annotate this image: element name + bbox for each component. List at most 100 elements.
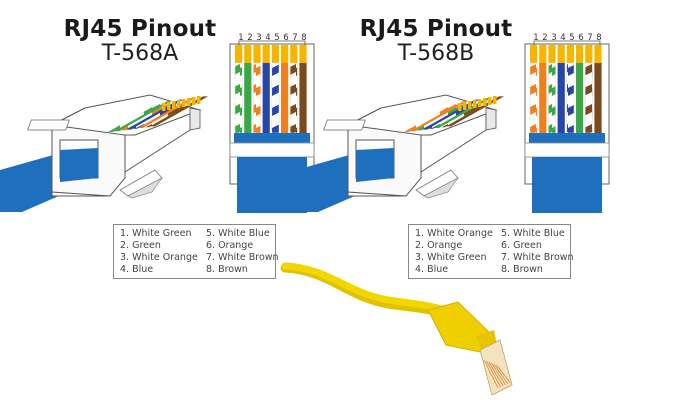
legend-t568b: 1. White Orange 2. Orange 3. White Green… <box>408 224 574 279</box>
latch-shadow <box>423 177 459 199</box>
gold-contact <box>235 45 243 63</box>
title-block-t568b: RJ45 Pinout T-568B <box>346 16 526 66</box>
legend-column-right: 5. White Blue 6. Green 7. White Brown 8.… <box>501 228 574 276</box>
gold-contact <box>281 45 289 63</box>
pin-number: 2 <box>542 33 548 43</box>
plug-contact <box>187 98 191 106</box>
standard-label: T-568B <box>397 41 475 66</box>
pin-number: 6 <box>578 33 584 43</box>
plug-side <box>485 107 497 131</box>
wire-2 <box>539 63 547 133</box>
wire-6 <box>281 63 289 133</box>
wire-1 <box>529 62 538 134</box>
pin-number: 8 <box>301 33 307 43</box>
gold-contact <box>299 45 307 63</box>
pin-number: 5 <box>274 33 280 43</box>
cable-jacket <box>237 157 307 213</box>
plug-contact <box>473 100 477 108</box>
plug-contact <box>162 103 166 111</box>
plug-wire-2 <box>114 101 172 132</box>
legend-item: 4. Blue <box>120 264 154 275</box>
wire-4 <box>557 63 565 133</box>
legend-item: 5. White Blue <box>206 228 270 239</box>
wire-7 <box>289 62 298 134</box>
legend-column-left: 1. White Green 2. Green 3. White Orange … <box>120 228 198 276</box>
legend-item: 7. White Brown <box>206 252 279 263</box>
pin-bracket <box>533 40 601 45</box>
patch-plug-contact <box>483 359 499 389</box>
wire-8 <box>594 63 602 133</box>
plug-opening-cable <box>356 148 394 182</box>
latch-shadow <box>127 177 163 199</box>
legend-item: 7. White Brown <box>501 252 574 263</box>
wire-3 <box>548 62 556 134</box>
legend-t568a: 1. White Green 2. Green 3. White Orange … <box>113 224 279 279</box>
legend-column-right: 5. White Blue 6. Orange 7. White Brown 8… <box>206 228 279 276</box>
patch-plug-contact <box>488 361 504 387</box>
yellow-patch-cable <box>280 262 513 396</box>
plug-window <box>323 119 366 131</box>
strain-relief-band <box>229 142 315 158</box>
pin-number: 5 <box>569 33 575 43</box>
pin-number: 3 <box>551 33 557 43</box>
pin-number: 6 <box>283 33 289 43</box>
wire-5 <box>566 62 575 134</box>
pin-number: 7 <box>292 33 298 43</box>
plug-contact <box>182 99 186 107</box>
plug-contact <box>458 103 462 111</box>
gold-contact <box>530 45 538 63</box>
legend-item: 5. White Blue <box>501 228 565 239</box>
legend-item: 4. Blue <box>415 264 449 275</box>
front-view-t568a <box>229 40 315 213</box>
plug-contact <box>478 99 482 107</box>
legend-column-left: 1. White Orange 2. Orange 3. White Green… <box>415 228 493 276</box>
plug-contact <box>463 102 467 110</box>
pin-number: 3 <box>256 33 262 43</box>
plug-contact <box>488 97 492 105</box>
plug-wire-1 <box>404 102 462 132</box>
legend-item: 2. Orange <box>415 240 463 251</box>
plug-contact <box>167 102 171 110</box>
cable-jacket-top <box>234 133 310 143</box>
title-block-t568a: RJ45 Pinout T-568A <box>50 16 230 66</box>
gold-contact <box>271 45 279 63</box>
gold-contact <box>557 45 565 63</box>
gold-contact <box>585 45 593 63</box>
patch-plug-contact <box>491 362 506 386</box>
gold-contact <box>539 45 547 63</box>
pin-number: 8 <box>596 33 602 43</box>
plug-wire-6 <box>434 98 492 128</box>
plug-window <box>27 119 70 131</box>
gold-contact <box>262 45 270 63</box>
plug-contact <box>192 97 196 105</box>
plug-contact <box>468 101 472 109</box>
plug-wire-6 <box>138 98 196 128</box>
gold-contact <box>576 45 584 63</box>
diagram-title: RJ45 Pinout <box>63 16 217 42</box>
wire-7 <box>584 62 593 134</box>
pin-number: 7 <box>587 33 593 43</box>
plug-side <box>189 107 201 131</box>
plug-perspective-t568b <box>296 94 504 212</box>
diagram-title: RJ45 Pinout <box>359 16 513 42</box>
standard-label: T-568A <box>101 41 179 66</box>
plug-wire-2 <box>410 101 468 132</box>
legend-item: 2. Green <box>120 240 161 251</box>
legend-item: 6. Green <box>501 240 542 251</box>
pin-number: 2 <box>247 33 253 43</box>
pin-number: 1 <box>533 33 539 43</box>
cable-jacket <box>532 157 602 213</box>
plug-wire-1 <box>108 102 166 132</box>
pin-number: 1 <box>238 33 244 43</box>
gold-contact <box>290 45 298 63</box>
gold-contact <box>548 45 556 63</box>
pin-number: 4 <box>265 33 271 43</box>
wire-3 <box>253 62 261 134</box>
patch-plug-contact <box>493 363 509 385</box>
patch-plug-contact <box>486 360 501 388</box>
plug-opening-cable <box>60 148 98 182</box>
wire-5 <box>271 62 280 134</box>
legend-item: 1. White Orange <box>415 228 493 239</box>
wire-2 <box>244 63 252 133</box>
